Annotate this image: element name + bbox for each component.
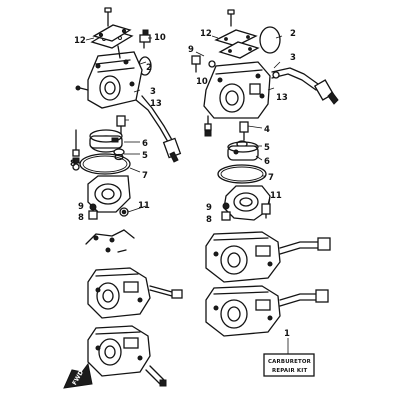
callout-3-right: 3 — [290, 53, 296, 63]
right-lower-plate — [223, 185, 271, 221]
callout-5-left: 5 — [142, 151, 148, 161]
callout-11-left: 11 — [138, 201, 150, 211]
right-leader-lines — [195, 35, 283, 205]
callout-6-left: 6 — [142, 139, 148, 149]
right-upper-body — [203, 61, 271, 119]
left-fuel-hose — [135, 95, 182, 163]
right-screw-4 — [239, 121, 249, 141]
callout-7-left: 7 — [142, 171, 148, 181]
left-bowl-6 — [89, 129, 123, 153]
callout-5-right: 5 — [264, 143, 270, 153]
callout-10-left: 10 — [154, 33, 166, 43]
right-o-ring-7 — [217, 164, 267, 184]
left-linkage — [85, 229, 135, 253]
left-carb-upper — [87, 267, 183, 319]
right-callouts: 12 2 9 10 3 13 4 5 6 7 11 9 8 1 — [188, 29, 296, 339]
left-lower-plate — [87, 175, 131, 213]
right-screw-11 — [261, 203, 271, 219]
fwd-arrow-marker: FWD — [63, 362, 93, 389]
callout-8-right: 8 — [206, 215, 212, 225]
left-screw-8 — [88, 210, 98, 220]
left-screw-9 — [89, 203, 97, 211]
callout-12-left: 12 — [74, 36, 86, 46]
callout-10-right: 10 — [196, 77, 208, 87]
callout-13-right: 13 — [276, 93, 288, 103]
callout-8-left-lower: 8 — [78, 213, 84, 223]
callout-9-right-upper: 9 — [188, 45, 194, 55]
left-leader-lines — [85, 37, 152, 213]
callout-9-right: 9 — [206, 203, 212, 213]
kit-label-line1: CARBURETOR — [268, 359, 312, 365]
right-fuel-hose — [271, 67, 339, 105]
left-column: FWD 12 10 2 3 13 6 5 7 8 9 8 11 — [63, 7, 183, 389]
right-column: CARBURETOR REPAIR KIT 12 2 9 10 3 13 4 5 — [188, 9, 339, 377]
left-screw-4 — [116, 115, 126, 135]
callout-4-right: 4 — [264, 125, 270, 135]
right-screw-9 — [222, 202, 230, 210]
left-fitting-10 — [139, 29, 151, 49]
left-carb-lower — [87, 325, 167, 387]
repair-kit-box: CARBURETOR REPAIR KIT — [263, 338, 315, 377]
right-screw-8 — [221, 211, 231, 221]
left-o-ring-7 — [79, 153, 131, 175]
right-carb-upper — [205, 231, 331, 283]
callout-2-right: 2 — [290, 29, 296, 39]
right-screw-stack — [204, 115, 212, 137]
right-diaphragm-2 — [259, 26, 281, 54]
left-screw-stack — [72, 129, 80, 171]
right-cover-screw — [227, 9, 235, 27]
right-bowl-6 — [227, 141, 259, 161]
callout-9-left: 9 — [78, 202, 84, 212]
right-fitting-10 — [191, 55, 201, 73]
callout-1: 1 — [284, 329, 290, 339]
left-cover-plate — [92, 24, 132, 42]
kit-label-line2: REPAIR KIT — [272, 368, 307, 374]
callout-6-right: 6 — [264, 157, 270, 167]
callout-8-left-upper: 8 — [70, 159, 76, 169]
left-cover-screw — [104, 7, 112, 27]
left-screw-11 — [119, 207, 129, 217]
callout-2-left: 2 — [146, 63, 152, 73]
right-screw-9-top — [208, 60, 216, 68]
callout-13-left: 13 — [150, 99, 162, 109]
right-carb-lower — [205, 285, 329, 337]
callout-7-right: 7 — [268, 173, 274, 183]
callout-11-right: 11 — [270, 191, 282, 201]
callout-3-left: 3 — [150, 87, 156, 97]
left-callouts: 12 10 2 3 13 6 5 7 8 9 8 11 — [70, 33, 166, 223]
left-upper-body — [75, 45, 143, 109]
right-gasket-12 — [214, 29, 260, 59]
callout-12-right: 12 — [200, 29, 212, 39]
